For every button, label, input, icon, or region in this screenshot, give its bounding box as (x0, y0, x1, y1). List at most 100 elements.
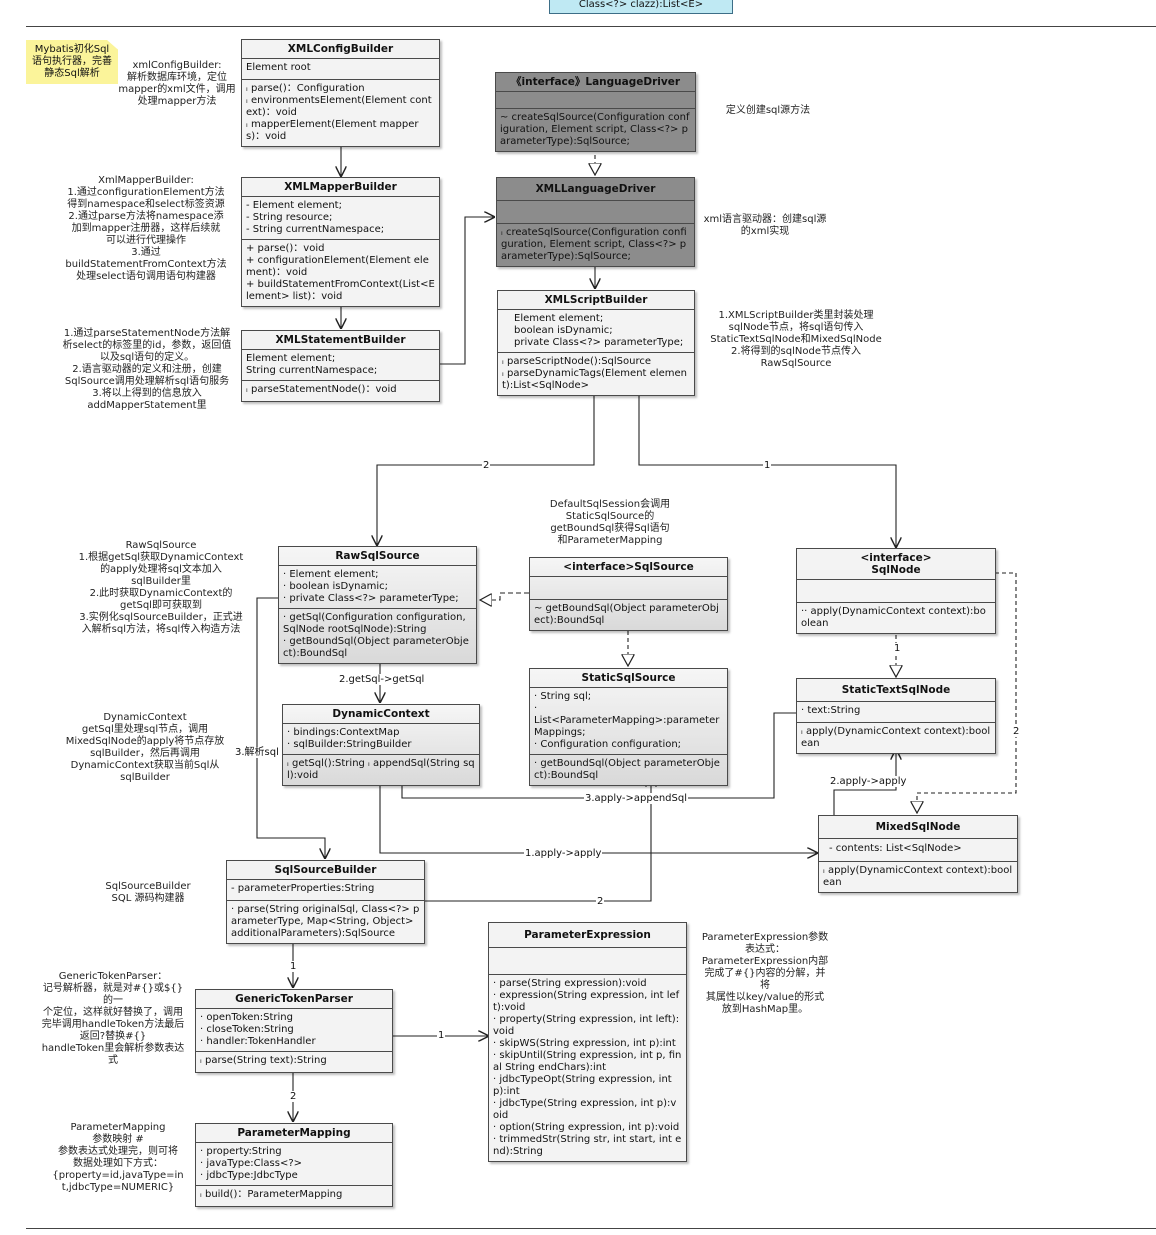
class-member: · skipWS(String expression, int p):int (493, 1038, 676, 1049)
class-xmlconfigbuilder[interactable]: XMLConfigBuilder Element root ᵢ parse()：… (241, 39, 440, 147)
class-methods: ~ getBoundSql(Object parameterObject):Bo… (530, 600, 727, 630)
class-member: · javaType:Class<?> (200, 1158, 303, 1169)
class-member: · parse(String originalSql, Class<?> par… (231, 904, 420, 939)
class-name: <interface> SqlNode (797, 549, 995, 580)
edge-sqlnode-mixed (917, 572, 1017, 813)
class-member: - String resource; (246, 212, 333, 223)
class-xmllanguagedriver[interactable]: XMLLanguageDriver ᵢ createSqlSource(Conf… (496, 177, 695, 267)
class-member: ~ getBoundSql(Object parameterObject):Bo… (534, 603, 719, 626)
class-methods: ᵢ createSqlSource(Configuration configur… (497, 224, 694, 266)
class-fields (489, 948, 686, 975)
class-methods: ᵢ apply(DynamicContext context):boolean (797, 723, 995, 753)
class-dynamiccontext[interactable]: DynamicContext · bindings:ContextMap· sq… (282, 704, 480, 786)
class-member: + configurationElement(Element element)：… (246, 255, 429, 278)
edge-label: 1.apply->apply (524, 848, 603, 859)
note-defaultsqlsession: DefaultSqlSession会调用 StaticSqlSource的 ge… (549, 499, 671, 546)
class-fields: · String sql;·List<ParameterMapping>:par… (530, 688, 727, 755)
class-name: ParameterMapping (196, 1124, 392, 1143)
note-xmlmapperbuilder: XmlMapperBuilder: 1.通过configurationEleme… (65, 175, 227, 282)
class-name: SqlSourceBuilder (227, 861, 424, 880)
class-fields: · bindings:ContextMap· sqlBuilder:String… (283, 724, 479, 755)
class-fields: · Element element;· boolean isDynamic;· … (279, 566, 476, 609)
class-name: XMLConfigBuilder (242, 40, 439, 59)
class-name: 《interface》LanguageDriver (496, 73, 695, 92)
class-member: · handler:TokenHandler (200, 1036, 316, 1047)
note-xmlconfigbuilder: xmlConfigBuilder: 解析数据库环境，定位 mapper的xml文… (118, 60, 236, 107)
class-parameterexpression[interactable]: ParameterExpression · parse(String expre… (488, 922, 687, 1162)
class-member: · property(String expression, int left):… (493, 1014, 680, 1037)
class-interface-sqlsource[interactable]: <interface>SqlSource ~ getBoundSql(Objec… (529, 557, 728, 631)
class-member: - parameterProperties:String (231, 883, 375, 894)
class-fields: - parameterProperties:String (227, 880, 424, 901)
class-languagedriver[interactable]: 《interface》LanguageDriver ~ createSqlSou… (495, 72, 696, 152)
note-generictokenparser: GenericTokenParser： 记号解析器，就是对#{}或${}的一 个… (41, 971, 185, 1066)
class-member: ᵢ createSqlSource(Configuration configur… (501, 227, 687, 262)
note-languagedriver: 定义创建sql源方法 (725, 105, 811, 116)
class-member: · openToken:String (200, 1012, 293, 1023)
class-fields (530, 577, 727, 600)
class-name: <interface>SqlSource (530, 558, 727, 577)
edge-label: 1 (289, 961, 298, 972)
class-name: XMLScriptBuilder (498, 291, 694, 310)
class-methods: · parse(String expression):void· express… (489, 975, 686, 1161)
edge-mixed-statictext (833, 750, 896, 815)
note-sqlsourcebuilder: SqlSourceBuilder SQL 源码构建器 (105, 881, 191, 904)
note-xmlstatementbuilder: 1.通过parseStatementNode方法解 析select的标签里的id… (62, 328, 232, 411)
class-methods: · getSql(Configuration configuration, Sq… (279, 609, 476, 663)
class-mixedsqlnode[interactable]: MixedSqlNode - contents: List<SqlNode> ᵢ… (818, 815, 1018, 893)
class-member: Element element; (514, 313, 604, 324)
class-member: - contents: List<SqlNode> (829, 843, 962, 854)
class-member: · getBoundSql(Object parameterObject):Bo… (534, 758, 720, 781)
class-member: · sqlBuilder:StringBuilder (287, 739, 412, 750)
edge-sqlsource-rawsql (480, 592, 529, 600)
class-member: List<ParameterMapping>:parameterMappings… (534, 715, 720, 738)
class-xmlstatementbuilder[interactable]: XMLStatementBuilder Element element;Stri… (241, 330, 440, 402)
class-fields: · text:String (797, 702, 995, 723)
class-member: ᵢ parseDynamicTags(Element element):List… (502, 368, 687, 391)
class-member: · text:String (801, 705, 861, 716)
class-xmlmapperbuilder[interactable]: XMLMapperBuilder - Element element;- Str… (241, 177, 440, 307)
class-parametermapping[interactable]: ParameterMapping · property:String· java… (195, 1123, 393, 1207)
class-xmlscriptbuilder[interactable]: XMLScriptBuilder Element element;boolean… (497, 290, 695, 396)
edge-label: 1 (437, 1030, 446, 1041)
class-fields: · openToken:String· closeToken:String· h… (196, 1009, 392, 1052)
class-fields: - contents: List<SqlNode> (819, 839, 1017, 862)
class-name: XMLStatementBuilder (242, 331, 439, 350)
class-staticsqlsource[interactable]: StaticSqlSource · String sql;·List<Param… (529, 668, 728, 786)
edge-statictext-dyncontext (402, 712, 797, 799)
class-member: · getBoundSql(Object parameterObject):Bo… (283, 636, 469, 659)
edge-label: 2 (482, 460, 491, 471)
class-member: · closeToken:String (200, 1024, 294, 1035)
class-methods: ·· apply(DynamicContext context):boolean (797, 603, 995, 633)
class-methods: ᵢ apply(DynamicContext context):boolean (819, 862, 1017, 892)
class-fields (797, 580, 995, 603)
class-member: · Element element; (283, 569, 379, 580)
class-member: ᵢ apply(DynamicContext context):boolean (801, 726, 991, 749)
class-member: Element root (246, 62, 311, 73)
class-rawsqlsource[interactable]: RawSqlSource · Element element;· boolean… (278, 546, 477, 664)
class-member: - Element element; (246, 200, 342, 211)
class-interface-sqlnode[interactable]: <interface> SqlNode ·· apply(DynamicCont… (796, 548, 996, 634)
class-fields (497, 201, 694, 224)
class-member: · jdbcType(String expression, int p):voi… (493, 1098, 677, 1121)
class-member: · expression(String expression, int left… (493, 990, 680, 1013)
class-member: ᵢ parse(String text):String (200, 1055, 327, 1066)
class-member: ᵢ apply(DynamicContext context):boolean (823, 865, 1013, 888)
edge-label: 1 (893, 643, 902, 654)
class-member: · boolean isDynamic; (283, 581, 388, 592)
edge-rawsql-sqlsourcebuilder (256, 597, 325, 858)
class-sqlsourcebuilder[interactable]: SqlSourceBuilder - parameterProperties:S… (226, 860, 425, 944)
class-name: DynamicContext (283, 705, 479, 724)
edge-label: 2 (289, 1091, 298, 1102)
class-statictextsqlnode[interactable]: StaticTextSqlNode · text:String ᵢ apply(… (796, 678, 996, 754)
class-member: boolean isDynamic; (514, 325, 613, 336)
class-methods: ᵢ getSql():String ᵢ appendSql(String sql… (283, 755, 479, 785)
class-generictokenparser[interactable]: GenericTokenParser · openToken:String· c… (195, 989, 393, 1073)
class-name: MixedSqlNode (819, 816, 1017, 839)
class-member: ᵢ parseScriptNode():SqlSource (502, 356, 652, 367)
class-name: RawSqlSource (279, 547, 476, 566)
class-member: Element element; (246, 353, 336, 364)
